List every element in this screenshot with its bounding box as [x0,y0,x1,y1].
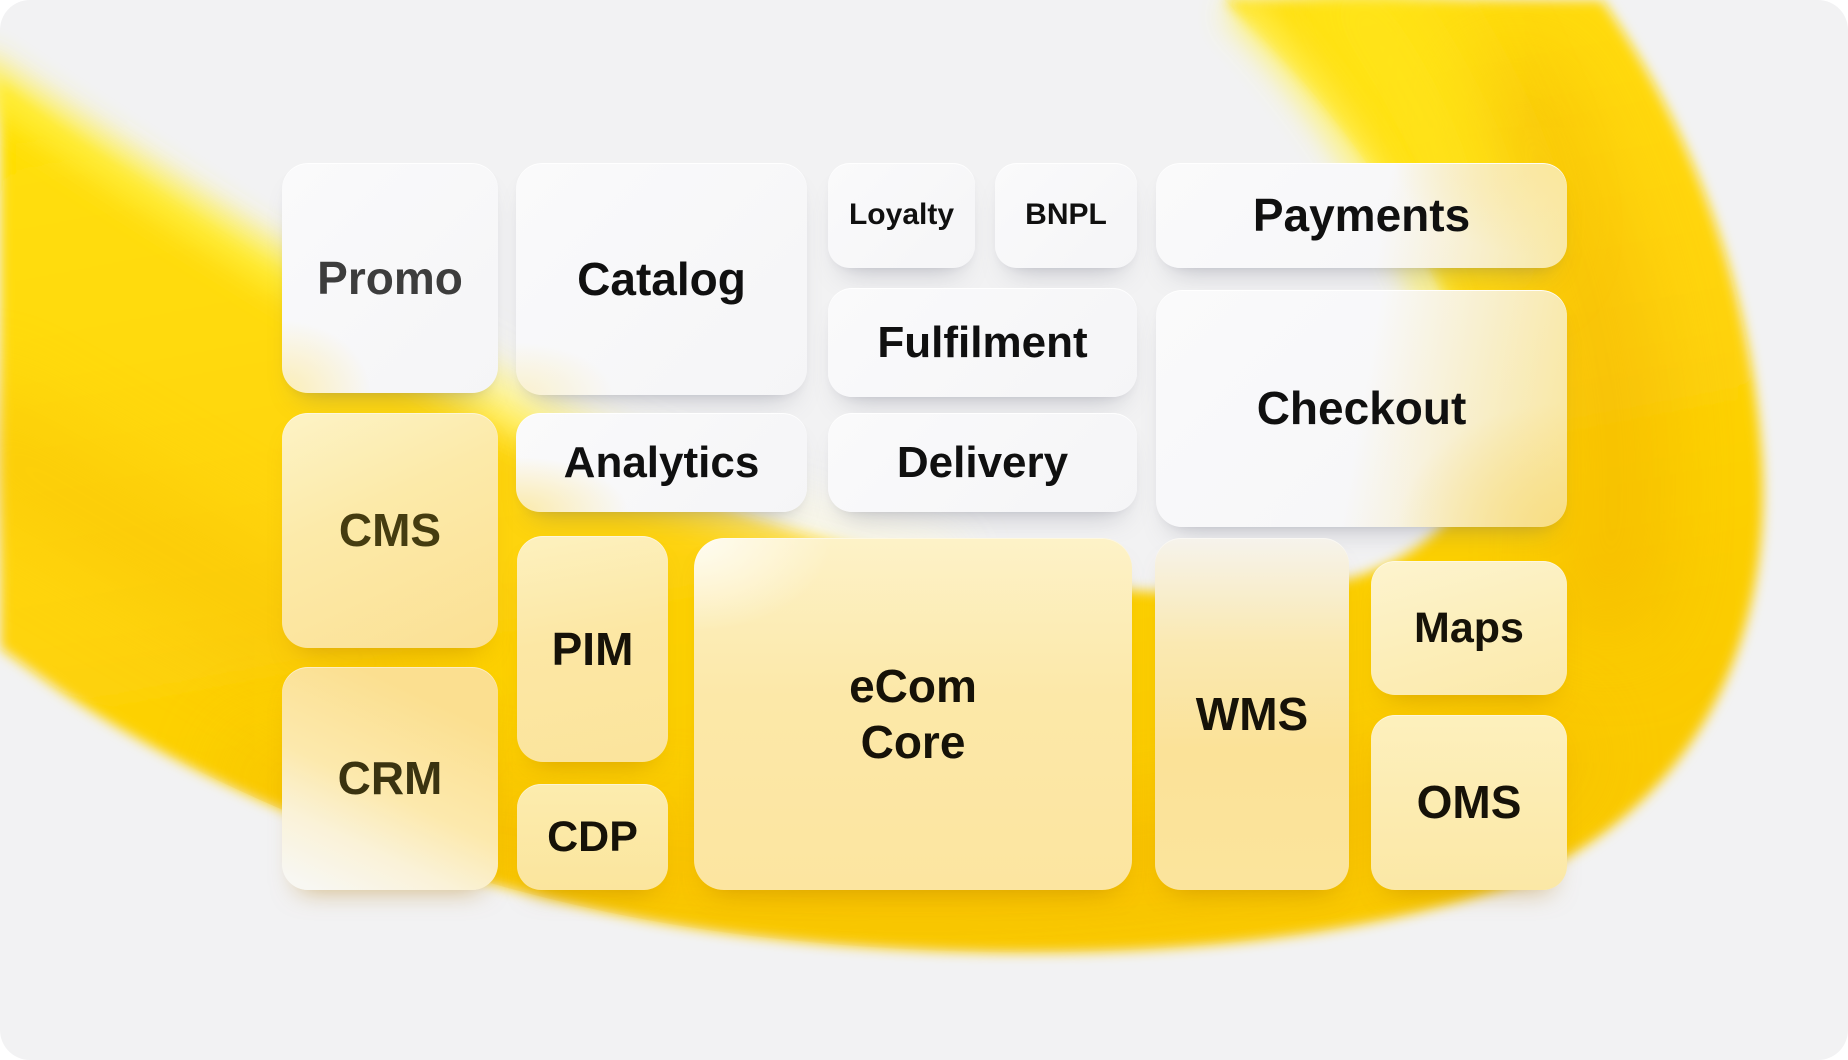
card-payments-label: Payments [1252,189,1471,242]
card-maps-label: Maps [1414,603,1524,652]
card-fulfilment-label: Fulfilment [877,317,1088,367]
card-cdp: CDP [517,784,668,890]
card-promo-label: Promo [317,251,463,304]
card-checkout: Checkout [1156,290,1567,527]
card-promo: Promo [282,163,498,393]
card-delivery: Delivery [828,413,1137,512]
card-fulfilment: Fulfilment [828,288,1137,397]
card-loyalty: Loyalty [828,163,975,268]
card-maps: Maps [1371,561,1567,695]
card-wms: WMS [1155,538,1349,890]
card-checkout-label: Checkout [1256,382,1467,435]
card-analytics: Analytics [516,413,807,512]
card-loyalty-label: Loyalty [848,198,955,232]
card-payments: Payments [1156,163,1567,268]
card-delivery-label: Delivery [896,437,1069,487]
card-oms: OMS [1371,715,1567,890]
card-pim: PIM [517,536,668,762]
card-ecom-core: eCom Core [694,538,1132,890]
card-ecom-core-label: eCom Core [849,659,977,768]
card-bnpl-label: BNPL [1025,198,1107,232]
card-wms-label: WMS [1195,687,1309,740]
card-catalog-label: Catalog [577,252,746,305]
card-pim-label: PIM [551,622,634,675]
card-bnpl: BNPL [995,163,1137,268]
card-catalog: Catalog [516,163,807,395]
card-cms: CMS [282,413,498,648]
card-cms-label: CMS [338,504,442,557]
card-crm-label: CRM [337,752,443,805]
card-oms-label: OMS [1416,776,1522,829]
card-analytics-label: Analytics [563,437,760,487]
card-crm: CRM [282,667,498,890]
card-cdp-label: CDP [547,812,638,861]
